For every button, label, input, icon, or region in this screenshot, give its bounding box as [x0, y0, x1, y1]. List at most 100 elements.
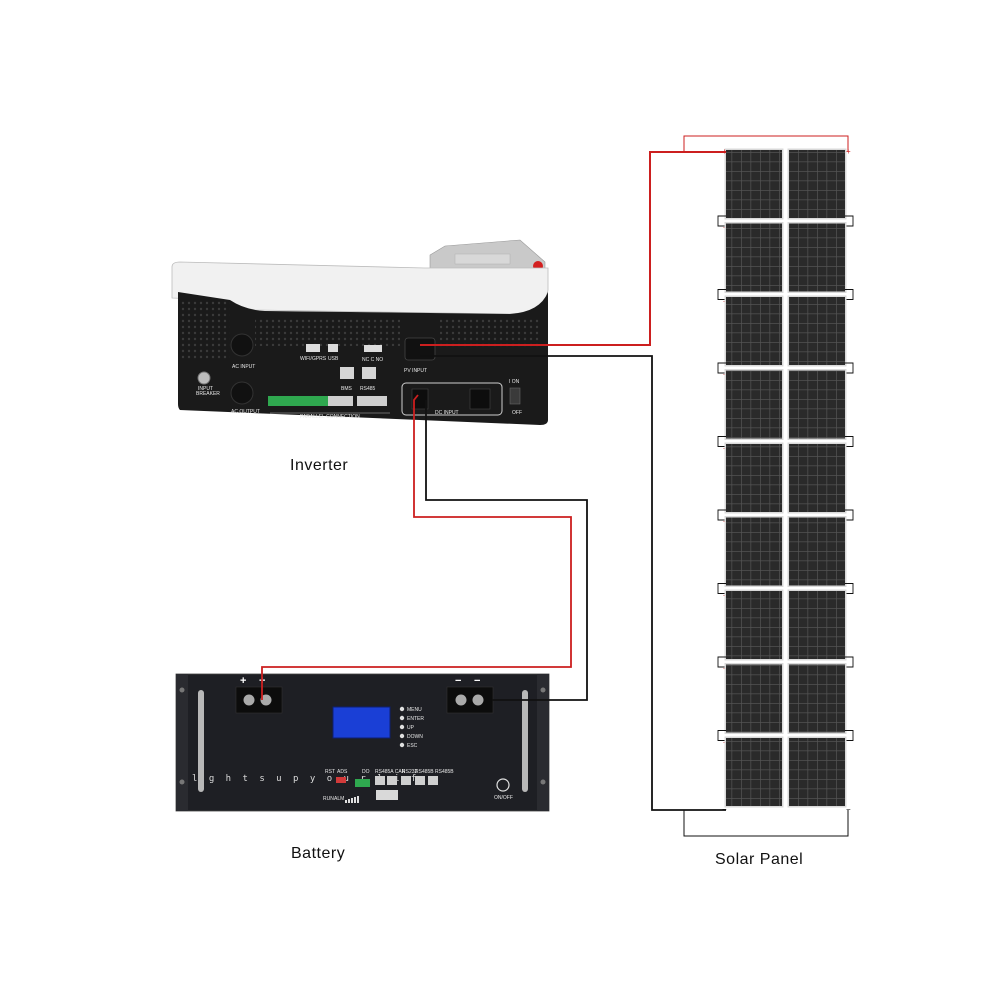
ads-dip-switch	[336, 777, 346, 783]
dc-input-socket-neg	[469, 388, 491, 410]
usb-label: USB	[328, 356, 339, 362]
solar-panel-module	[726, 150, 782, 218]
solar-panel-module	[726, 223, 782, 292]
rs485b-label: RS485B RS485B	[415, 769, 454, 775]
solar-panel-module	[789, 223, 845, 292]
ac-input-port	[230, 333, 254, 357]
series-jumper	[845, 583, 854, 594]
pv-input-label: PV INPUT	[404, 368, 427, 374]
series-jumper	[845, 215, 854, 227]
dc-input-frame	[401, 382, 503, 416]
dc-negative-wire	[425, 400, 588, 701]
series-jumper	[845, 730, 854, 741]
parallel-connection-label: PARALLEL CONNECTION	[300, 414, 360, 420]
string-bottom-jumper	[683, 810, 849, 837]
solar-panel-module	[789, 738, 845, 806]
series-jumper	[845, 289, 854, 300]
series-jumper	[717, 730, 726, 741]
inverter-caption: Inverter	[290, 457, 348, 474]
series-jumper	[717, 656, 726, 668]
solar-panel-module	[789, 664, 845, 733]
down-button	[399, 733, 405, 739]
usb-port	[328, 344, 338, 352]
bms-port	[340, 367, 354, 379]
battery-power-button	[496, 778, 510, 792]
switch-off-label: OFF	[512, 410, 522, 416]
menu-label: MENU	[407, 707, 422, 713]
rs232-port	[401, 776, 411, 785]
rs485b-port-1	[415, 776, 425, 785]
series-jumper	[845, 362, 854, 374]
inverter-vent-left	[180, 300, 230, 360]
series-jumper	[717, 436, 726, 447]
solar-panel-module	[789, 150, 845, 218]
parallel-terminal-block	[268, 396, 328, 406]
solar-panel-module	[789, 444, 845, 512]
battery-handle-left	[198, 690, 204, 792]
series-jumper	[717, 215, 726, 227]
rs232-label: RS232	[402, 769, 418, 775]
rs485-port	[362, 367, 376, 379]
do-terminal	[355, 779, 370, 787]
negative-sign-1: −	[455, 675, 461, 687]
dc-input-socket-pos	[411, 388, 429, 410]
solar-panel-module	[789, 591, 845, 659]
ac-output-label: AC OUTPUT	[231, 409, 260, 415]
inverter: AC INPUT AC OUTPUT INPUT BREAKER WIFI/GP…	[171, 239, 549, 425]
series-jumper	[717, 583, 726, 594]
can-port	[387, 776, 397, 785]
rack-screw	[179, 687, 185, 693]
battery-slogan: l g h t s u p y o u r l i f e	[192, 774, 436, 784]
ac-output-port	[230, 381, 254, 405]
inverter-vent-right	[440, 318, 540, 348]
pv-input-socket	[404, 337, 436, 361]
battery-positive-terminal: + +	[235, 675, 283, 714]
rack-screw	[540, 687, 546, 693]
relay-label: NC C NO	[362, 357, 383, 363]
switch-on-label: I ON	[509, 379, 520, 385]
down-label: DOWN	[407, 734, 423, 740]
up-button	[399, 724, 405, 730]
do-label: DO	[362, 769, 370, 775]
rack-screw	[540, 779, 546, 785]
string-top-jumper	[683, 135, 849, 152]
rs485b-port-2	[428, 776, 438, 785]
solar-panel-caption: Solar Panel	[715, 851, 803, 868]
inverter-vent-top	[255, 318, 400, 346]
battery-negative-terminal: − −	[446, 675, 494, 714]
negative-sign-2: −	[474, 675, 480, 687]
pv-positive-wire	[420, 151, 726, 346]
enter-label: ENTER	[407, 716, 424, 722]
battery-level-bars	[345, 796, 359, 803]
ac-input-label: AC INPUT	[232, 364, 255, 370]
solar-panel-module	[726, 738, 782, 806]
solar-panel-module	[789, 370, 845, 439]
solar-panel-module	[726, 517, 782, 586]
solar-panel-module	[726, 297, 782, 365]
series-jumper	[845, 656, 854, 668]
on-off-label: ON/OFF	[494, 795, 513, 801]
battery: + + − − MENU ENTER UP DOWN ESC l g h t	[175, 673, 550, 812]
relay-terminal	[364, 345, 382, 352]
bms-label: BMS	[341, 386, 353, 392]
series-jumper	[717, 509, 726, 521]
dc-positive-wire	[261, 394, 572, 700]
dc-input-label: DC INPUT	[435, 410, 459, 416]
run-label: RUN	[323, 796, 334, 802]
esc-button	[399, 742, 405, 748]
battery-lcd-screen	[332, 706, 391, 739]
power-switch	[509, 387, 521, 405]
input-breaker-label-2: BREAKER	[196, 391, 220, 397]
rack-screw	[179, 779, 185, 785]
up-label: UP	[407, 725, 415, 731]
solar-panel-module	[726, 444, 782, 512]
solar-panel-array: ++++++++++++++++++−−	[717, 147, 854, 814]
bottom-terminal-minus-sign: −	[846, 805, 851, 814]
solar-panel-module	[726, 370, 782, 439]
series-jumper	[845, 436, 854, 447]
parallel-port-b	[357, 396, 387, 406]
wifi-gprs-label: WIFI/GPRS	[300, 356, 327, 362]
solar-panel-module	[789, 297, 845, 365]
battery-barcode-sticker	[376, 790, 398, 800]
